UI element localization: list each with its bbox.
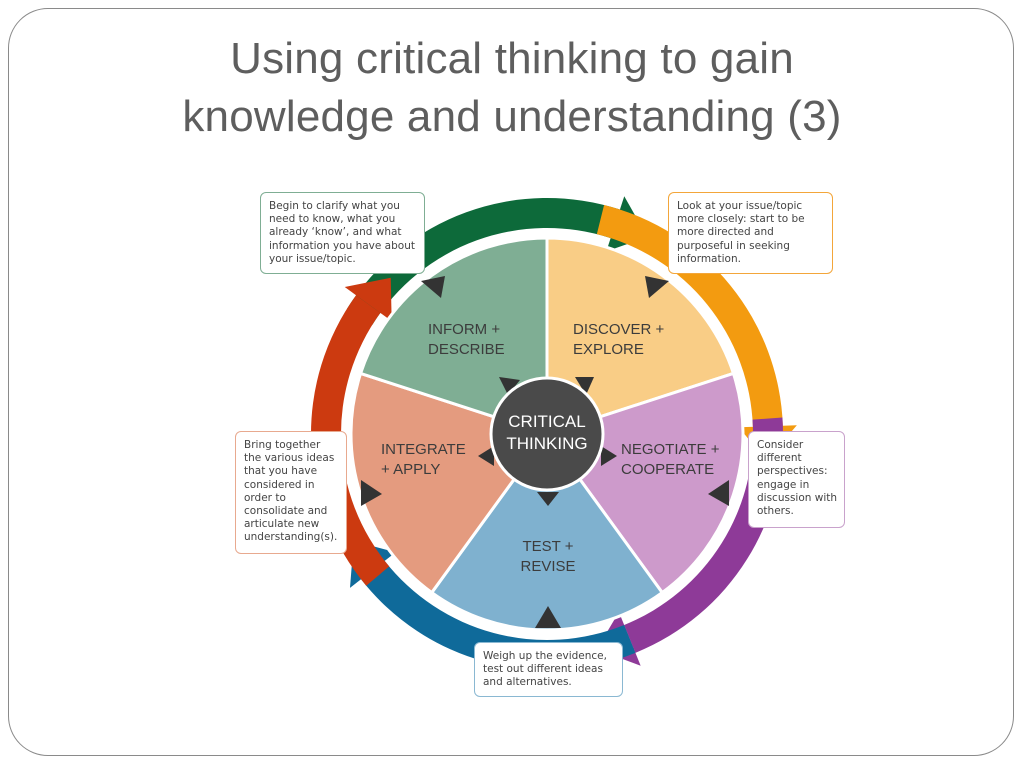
segment-label-integrate-2: + APPLY [381, 461, 440, 478]
callout-line: order to [244, 491, 286, 504]
segment-label-discover-2: EXPLORE [573, 341, 644, 358]
callout-line: Consider [757, 439, 804, 451]
center-label-line-2: THINKING [506, 434, 587, 453]
callout-line: understanding(s). [244, 531, 338, 544]
callout-inform-describe: Begin to clarify what you need to know, … [260, 192, 425, 274]
segment-label-test-1: TEST + [523, 538, 574, 555]
pointer-inform-outer [421, 276, 445, 298]
callout-line: already ‘know’, and what [269, 226, 402, 239]
segment-label-integrate-1: INTEGRATE [381, 441, 466, 458]
callout-line: consolidate and [244, 505, 328, 518]
segment-inform [358, 236, 549, 421]
callout-line: Look at your issue/topic [677, 200, 803, 212]
callout-negotiate-cooperate: Consider different perspectives: engage … [748, 431, 845, 528]
segment-integrate [349, 371, 520, 595]
callout-line: test out different ideas [483, 663, 603, 676]
pointer-integrate-inner [478, 446, 494, 466]
callout-line: engage in [757, 478, 810, 491]
segment-label-negotiate-2: COOPERATE [621, 461, 714, 478]
pointer-negotiate-inner [601, 446, 617, 466]
pointer-integrate-outer [361, 480, 382, 506]
pointer-discover-inner [575, 377, 594, 395]
pointer-inform-inner [499, 377, 520, 395]
center-circle [489, 376, 605, 492]
callout-line: Weigh up the evidence, [483, 650, 607, 662]
callout-line: others. [757, 505, 794, 518]
callout-line: and alternatives. [483, 676, 572, 689]
callout-line: considered in [244, 478, 315, 491]
callout-integrate-apply: Bring together the various ideas that yo… [235, 431, 347, 554]
pointer-test-inner [537, 492, 559, 506]
segment-label-discover-1: DISCOVER + [573, 321, 665, 338]
callout-line: your issue/topic. [269, 252, 356, 265]
callout-line: perspectives: [757, 465, 828, 478]
pointer-test-outer [535, 606, 561, 628]
callout-line: more closely: start to be [677, 213, 805, 226]
segment-label-negotiate-1: NEGOTIATE + [621, 441, 720, 458]
segment-label-inform-2: DESCRIBE [428, 341, 505, 358]
callout-line: articulate new [244, 518, 320, 531]
segment-discover [545, 236, 736, 421]
callout-discover-explore: Look at your issue/topic more closely: s… [668, 192, 833, 274]
callout-line: need to know, what you [269, 213, 396, 226]
segment-label-test-2: REVISE [520, 558, 575, 575]
callout-line: more directed and [677, 226, 774, 239]
segment-negotiate [574, 371, 745, 595]
callout-test-revise: Weigh up the evidence, test out differen… [474, 642, 623, 697]
callout-line: that you have [244, 465, 318, 478]
segment-label-inform-1: INFORM + [428, 321, 500, 338]
title-line-2: knowledge and understanding (3) [182, 92, 842, 141]
slide-title: Using critical thinking to gain knowledg… [0, 30, 1024, 146]
pointer-discover-outer [645, 276, 669, 298]
callout-line: Begin to clarify what you [269, 200, 400, 212]
callout-line: Bring together [244, 439, 321, 451]
cycle-arrowhead-integrate [344, 277, 392, 322]
callout-line: information you have about [269, 239, 415, 252]
callout-line: the various ideas [244, 452, 335, 465]
center-label-line-1: CRITICAL [508, 412, 585, 431]
pointer-negotiate-outer [708, 480, 729, 506]
callout-line: discussion with [757, 491, 838, 504]
callout-line: information. [677, 252, 741, 265]
title-line-1: Using critical thinking to gain [230, 34, 794, 83]
callout-line: different [757, 452, 802, 465]
callout-line: purposeful in seeking [677, 239, 790, 252]
